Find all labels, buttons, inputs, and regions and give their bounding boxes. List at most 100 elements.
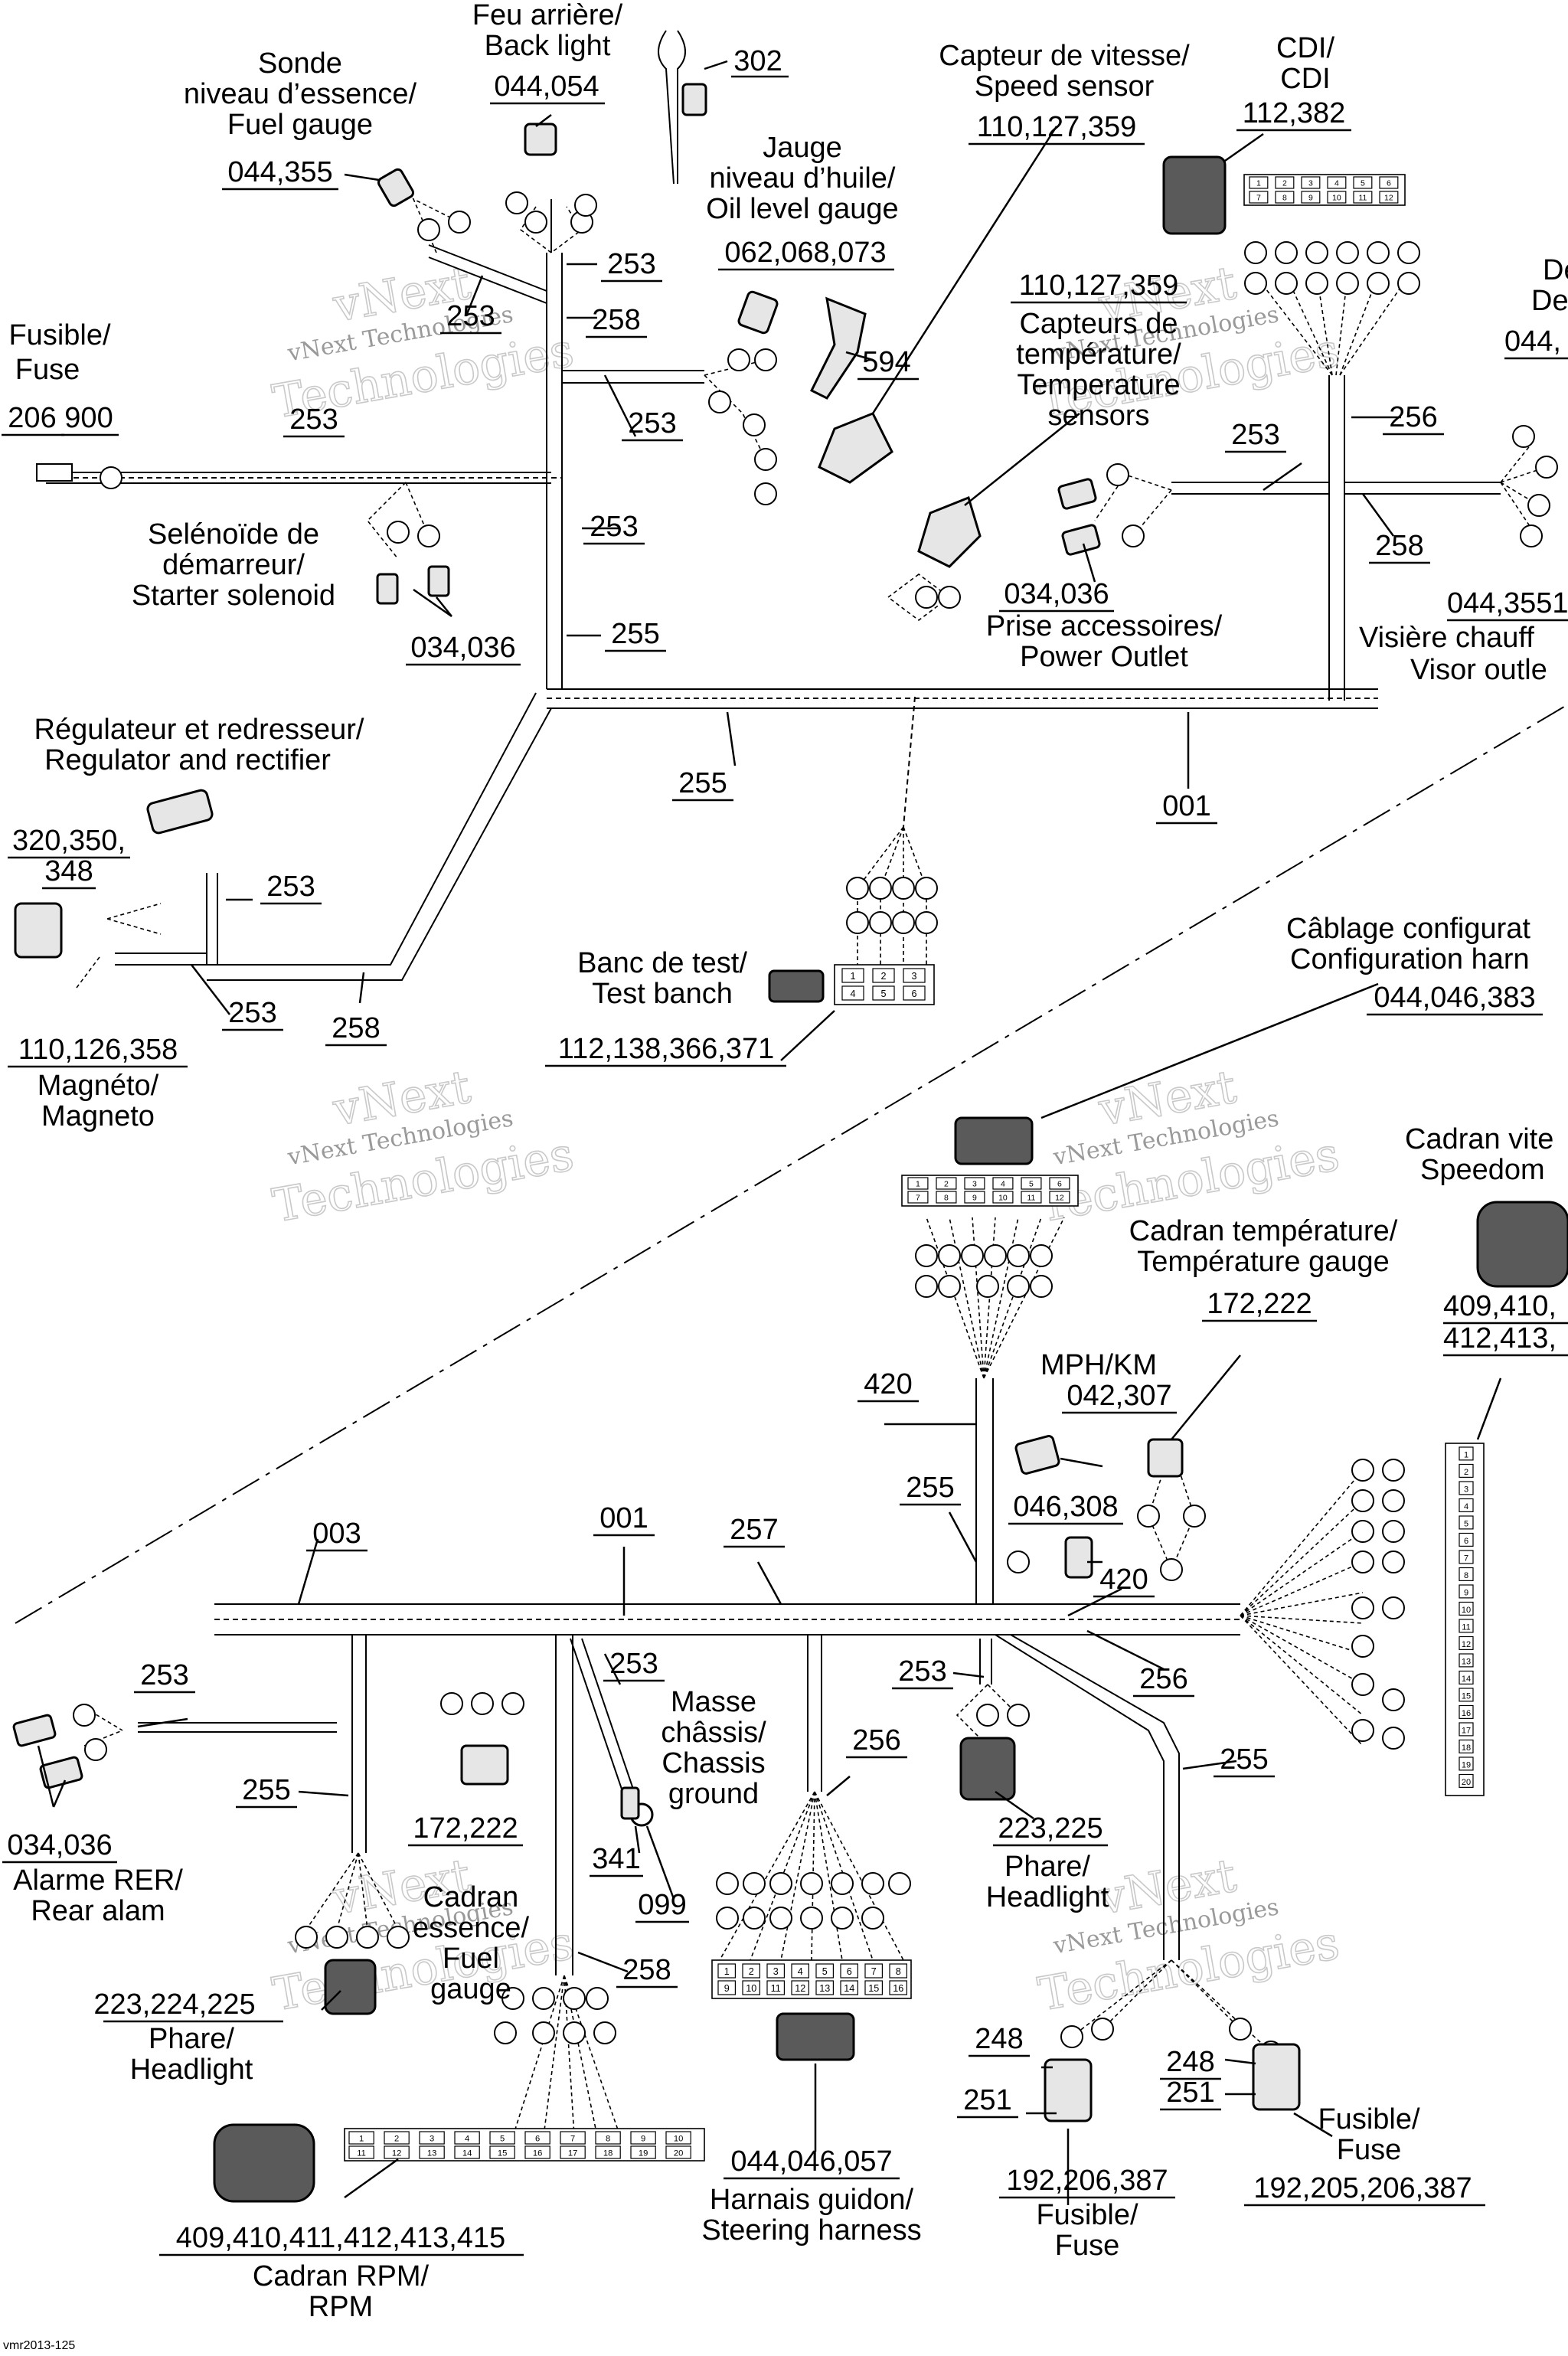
rpm-pin-cell	[595, 2145, 621, 2159]
fuse-bottom-right	[1252, 2043, 1301, 2111]
rpm-pin: 3	[430, 2134, 434, 2143]
config-pin-cell	[907, 1191, 929, 1204]
cdi-pin: 12	[1384, 194, 1393, 203]
wire-terminal	[831, 1907, 854, 1930]
speedo-pin: 14	[1462, 1675, 1471, 1684]
harness-001-bottom	[214, 1603, 1240, 1635]
steering-pin: 4	[798, 1966, 803, 1977]
config-pin-cell	[936, 1191, 957, 1204]
steering-pin-cell	[815, 1980, 834, 1995]
item-248-b: 248	[1166, 2046, 1214, 2078]
visor-number: 044,3551	[1447, 587, 1568, 619]
wire-terminal	[417, 524, 440, 547]
speedo-pin: 17	[1462, 1727, 1471, 1736]
cdi-pin-cell	[1249, 176, 1269, 189]
starter-connector-b	[427, 565, 450, 597]
test-pin-cell	[872, 968, 895, 983]
defrost-number: 044,	[1504, 325, 1561, 358]
rpm-pin-cell	[348, 2145, 374, 2159]
temp-sensors-label-2: température/	[1016, 338, 1181, 371]
oil-gauge-label-2: niveau d’huile/	[710, 162, 896, 194]
rpm-pin: 10	[674, 2134, 683, 2143]
wire-terminal	[984, 1244, 1007, 1267]
item-341: 341	[592, 1843, 640, 1875]
rpm-pin: 1	[359, 2134, 364, 2143]
wire-terminal	[754, 448, 777, 471]
fuse-top-label-2: Fuse	[15, 354, 80, 386]
wire-terminal	[1060, 2025, 1083, 2048]
wire-terminal	[73, 1704, 96, 1727]
chassis-ground-label-2: châssis/	[661, 1717, 766, 1749]
steering-harness-label-2: Steering harness	[701, 2214, 921, 2247]
back-light-label-2: Back light	[485, 30, 611, 62]
mph-km-label: MPH/KM	[1040, 1349, 1157, 1381]
wire-terminal	[1351, 1489, 1374, 1512]
wire-terminal	[1336, 272, 1359, 295]
oil-gauge-number: 062,068,073	[724, 237, 886, 269]
wire-terminal	[938, 1244, 961, 1267]
wire-terminal	[387, 521, 410, 544]
wire-terminal	[1351, 1596, 1374, 1619]
fuse-bottom-left	[1044, 2058, 1093, 2122]
label-255-a: 255	[611, 618, 659, 650]
steering-harness-connector	[776, 2012, 855, 2061]
cdi-pin-cell	[1327, 176, 1347, 189]
label-258-b: 258	[1375, 530, 1423, 562]
harness-001-top	[547, 688, 1378, 709]
wire-terminal	[1351, 1673, 1374, 1696]
rpm-pin-cell	[384, 2145, 410, 2159]
rpm-pin: 8	[606, 2134, 610, 2143]
speedo-pin-cell	[1459, 1756, 1474, 1771]
speedo-pin-cell	[1459, 1498, 1474, 1512]
speed-sensor-label-2: Speed sensor	[975, 70, 1155, 103]
wire-terminal	[743, 413, 766, 436]
label-420-a: 420	[864, 1368, 912, 1400]
speed-sensor	[818, 412, 893, 484]
label-253-b: 253	[446, 300, 495, 332]
wire-terminal	[1229, 2018, 1252, 2041]
steering-pin: 2	[749, 1966, 754, 1977]
rpm-label-1: Cadran RPM/	[253, 2260, 430, 2292]
cdi-pin-cell	[1379, 191, 1399, 204]
defrost-label-1: Des	[1543, 254, 1568, 286]
oil-gauge-label-3: Oil level gauge	[706, 193, 898, 225]
connector-bodies	[12, 30, 1568, 2203]
speedo-pin: 18	[1462, 1743, 1471, 1753]
wire-terminal	[1007, 1275, 1030, 1298]
wire-terminal	[846, 911, 869, 934]
label-255-c: 255	[906, 1472, 954, 1504]
wire-terminal	[769, 1907, 792, 1930]
steering-pin: 8	[896, 1966, 901, 1977]
wire-terminal	[915, 586, 938, 609]
fuel-gauge-sender-number: 044,355	[227, 156, 332, 188]
speedo-pin-cell	[1459, 1773, 1474, 1788]
rpm-pin-cell	[419, 2145, 445, 2159]
cdi-connector	[1162, 155, 1227, 235]
wire-terminal	[976, 1275, 999, 1298]
speedo-pin: 2	[1464, 1468, 1468, 1477]
temp-sensors-label-1: Capteurs de	[1019, 308, 1178, 340]
back-light-number: 044,054	[494, 70, 599, 103]
wire-terminal	[743, 1907, 766, 1930]
fuse-bl-number: 192,206,387	[1006, 2165, 1168, 2197]
config-pin: 11	[1027, 1194, 1035, 1203]
wire-terminal	[1122, 524, 1145, 547]
wire-terminal	[532, 1987, 555, 2010]
config-pin-cell	[964, 1191, 985, 1204]
power-outlet-connector-a	[1057, 478, 1097, 510]
speedo-pin: 13	[1462, 1658, 1471, 1667]
headlight-left-number: 223,224,225	[93, 1988, 255, 2021]
top-harness	[46, 199, 1501, 981]
config-pin: 3	[972, 1180, 977, 1189]
steering-pin-cell	[840, 1963, 858, 1979]
config-pin-cell	[1021, 1191, 1042, 1204]
terminal-group	[73, 191, 1558, 2064]
wire-terminal	[574, 194, 597, 217]
power-outlet-connector-b	[1061, 524, 1101, 556]
starter-label-2: démarreur/	[162, 549, 305, 581]
oil-level-connector	[737, 290, 779, 335]
rpm-pin-cell	[560, 2131, 586, 2145]
wire-terminal	[1305, 241, 1328, 264]
